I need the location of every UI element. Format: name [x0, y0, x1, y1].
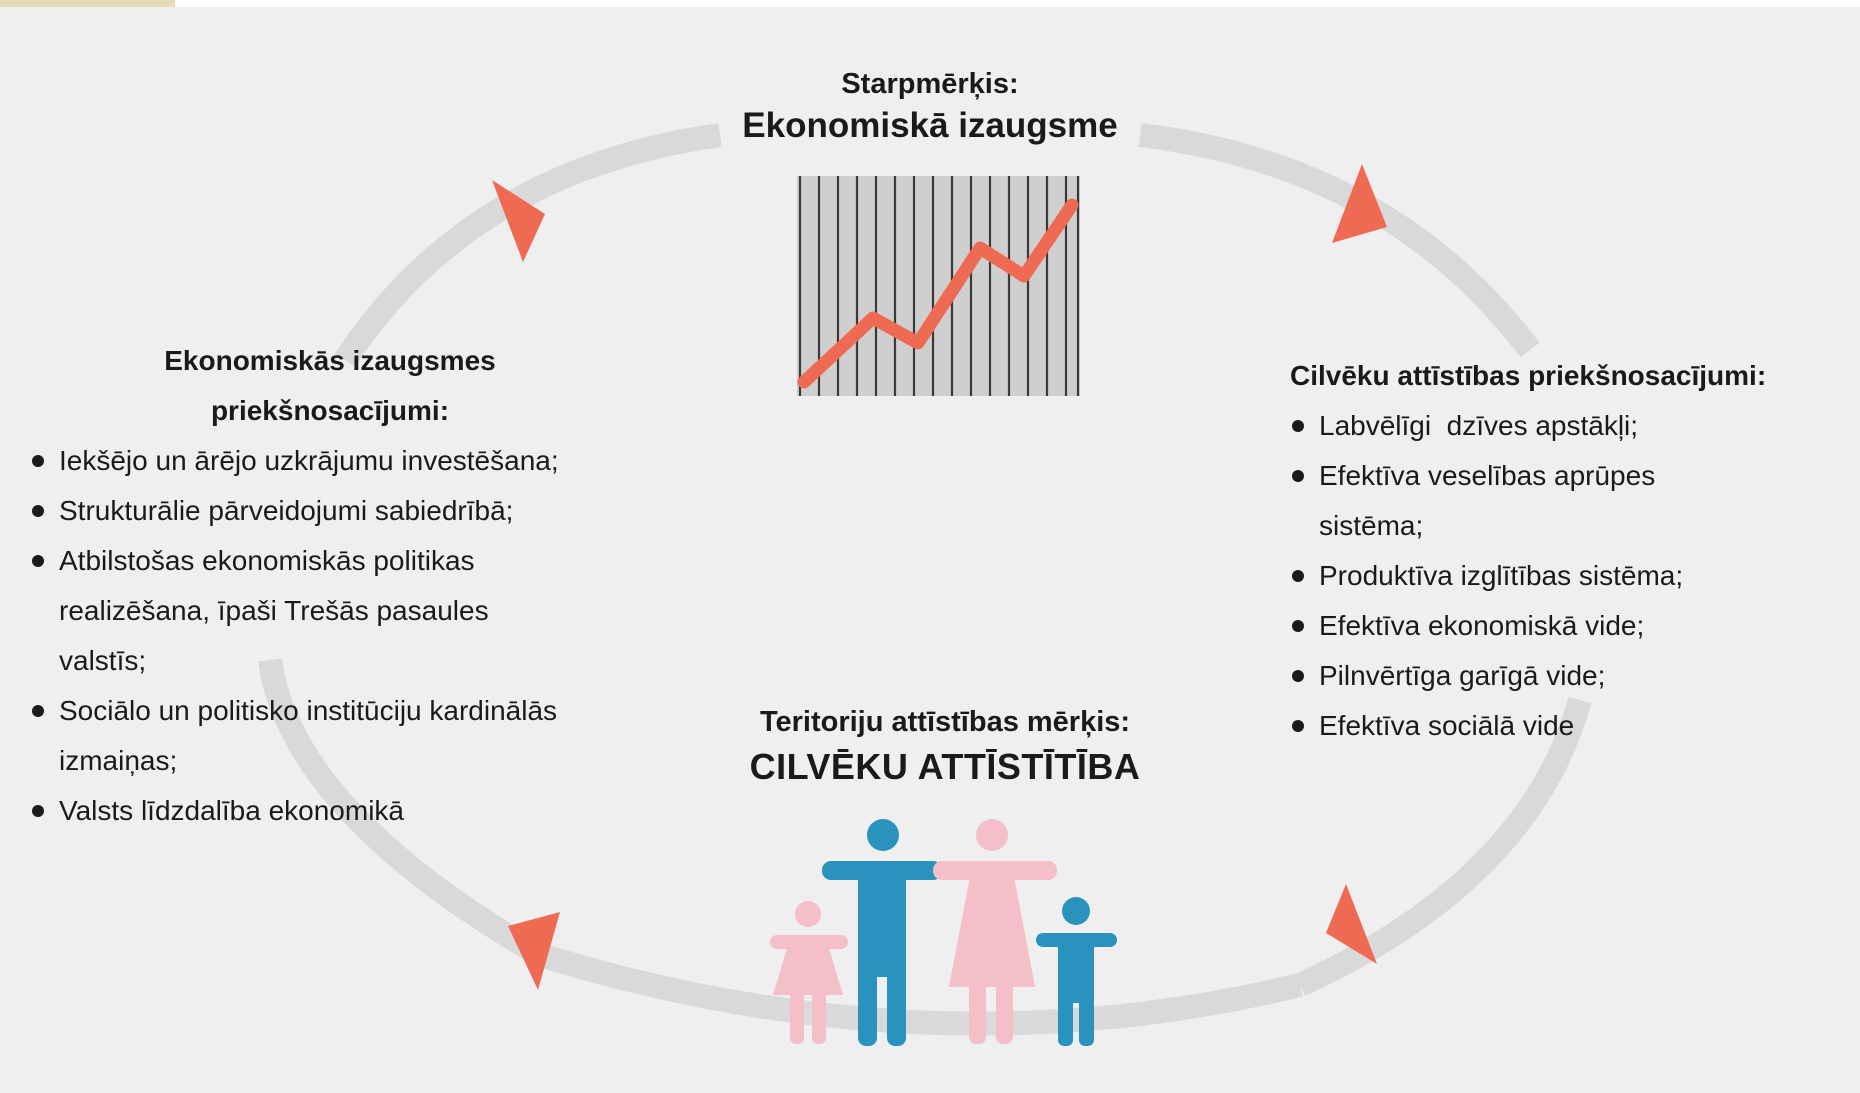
economic-prerequisites-heading-line1: Ekonomiskās izaugsmes	[164, 345, 496, 376]
cycle-ring-bottom	[536, 943, 1303, 1036]
list-item: Valsts līdzdalība ekonomikā	[30, 786, 670, 836]
list-item: Efektīva ekonomiskā vide;	[1290, 601, 1850, 651]
human-prerequisites-heading: Cilvēku attīstības priekšnosacījumi:	[1290, 360, 1767, 391]
list-item-text: Pilnvērtīga garīgā vide;	[1319, 660, 1606, 691]
list-item-text: Labvēlīgi dzīves apstākļi;	[1319, 410, 1639, 441]
cycle-ring-top-right	[1138, 123, 1540, 358]
economic-prerequisites-list: Iekšējo un ārējo uzkrājumu investēšana; …	[30, 436, 670, 836]
economic-growth-prerequisites: Ekonomiskās izaugsmes priekšnosacījumi: …	[30, 336, 670, 836]
territorial-goal-label: Teritoriju attīstības mērķis: CILVĒKU AT…	[700, 700, 1190, 790]
cycle-ring-left	[258, 658, 547, 966]
cycle-arrow-icon	[508, 912, 560, 990]
family-icon	[770, 819, 1117, 1046]
list-item-text: realizēšana, īpaši Trešās pasaules	[59, 595, 489, 626]
cycle-arrow-icon	[1326, 884, 1377, 964]
human-development-prerequisites: Cilvēku attīstības priekšnosacījumi: Lab…	[1290, 351, 1850, 751]
list-item-text: Produktīva izglītības sistēma;	[1319, 560, 1684, 591]
cycle-arrow-icon	[1332, 164, 1387, 243]
territorial-goal-caption: Teritoriju attīstības mērķis:	[759, 706, 1131, 738]
economic-prerequisites-heading-line2: priekšnosacījumi:	[210, 395, 450, 426]
list-item-text: valstīs;	[59, 645, 147, 676]
growth-chart-icon	[797, 176, 1080, 396]
corner-image-fragment	[0, 0, 175, 7]
intermediate-goal-caption: Starpmērķis:	[841, 68, 1019, 100]
list-item-text: Efektīva sociālā vide	[1319, 710, 1575, 741]
cycle-ring-right	[1295, 696, 1592, 996]
list-item-text: izmaiņas;	[59, 745, 178, 776]
intermediate-goal-title: Ekonomiskā izaugsme	[742, 106, 1118, 145]
list-item: Sociālo un politisko institūciju kardinā…	[30, 686, 670, 786]
list-item: Atbilstošas ekonomiskās politikas realizē…	[30, 536, 670, 686]
list-item: Pilnvērtīga garīgā vide;	[1290, 651, 1850, 701]
list-item: Iekšējo un ārējo uzkrājumu investēšana;	[30, 436, 670, 486]
list-item-text: Valsts līdzdalība ekonomikā	[59, 795, 404, 826]
cycle-arrow-icon	[492, 180, 545, 262]
list-item: Strukturālie pārveidojumi sabiedrībā;	[30, 486, 670, 536]
list-item: Produktīva izglītības sistēma;	[1290, 551, 1850, 601]
intermediate-goal-label: Starpmērķis: Ekonomiskā izaugsme	[700, 62, 1160, 148]
list-item-text: Atbilstošas ekonomiskās politikas	[59, 545, 475, 576]
list-item-text: Efektīva ekonomiskā vide;	[1319, 610, 1645, 641]
human-prerequisites-list: Labvēlīgi dzīves apstākļi; Efektīva vese…	[1290, 401, 1850, 751]
cycle-ring-top-left	[334, 123, 722, 367]
list-item-text: Sociālo un politisko institūciju kardinā…	[59, 695, 558, 726]
list-item-text: Efektīva veselības aprūpes	[1319, 460, 1656, 491]
list-item: Efektīva sociālā vide	[1290, 701, 1850, 751]
territorial-goal-title: CILVĒKU ATTĪSTĪTĪBA	[749, 746, 1141, 787]
list-item-text: sistēma;	[1319, 510, 1424, 541]
list-item-text: Strukturālie pārveidojumi sabiedrībā;	[59, 495, 514, 526]
list-item: Labvēlīgi dzīves apstākļi;	[1290, 401, 1850, 451]
list-item: Efektīva veselības aprūpes sistēma;	[1290, 451, 1850, 551]
list-item-text: Iekšējo un ārējo uzkrājumu investēšana;	[59, 445, 559, 476]
